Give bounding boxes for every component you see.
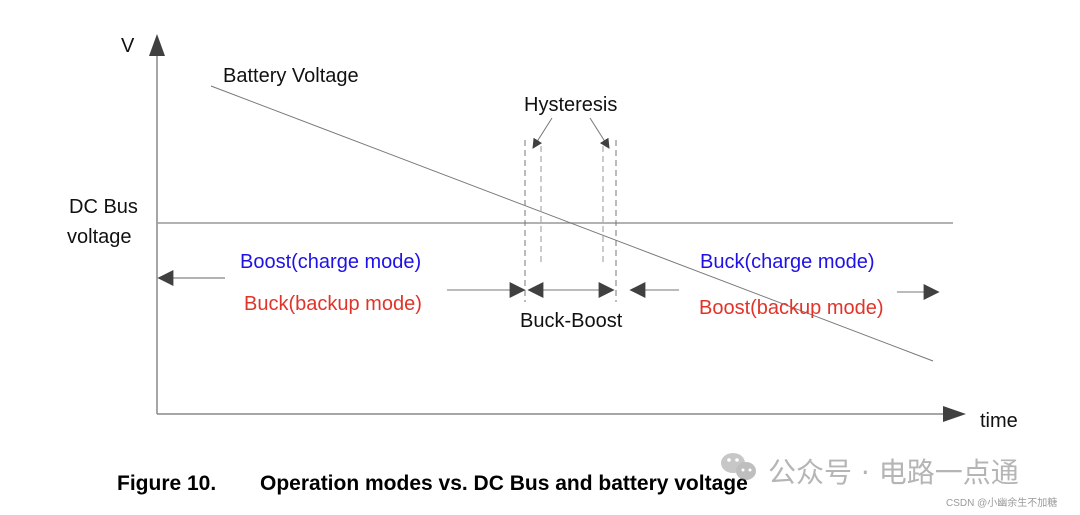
x-axis-arrowhead (943, 406, 966, 422)
hysteresis-pointer-left (532, 117, 553, 149)
watermark-text: 公众号 · 电路一点通 (768, 456, 1019, 489)
right-charge-mode-label: Buck(charge mode) (700, 251, 875, 273)
left-backup-mode-label: Buck(backup mode) (244, 293, 422, 315)
y-axis-label: V (121, 35, 135, 57)
battery-voltage-line (210, 85, 934, 362)
buck-boost-label: Buck-Boost (520, 310, 623, 332)
hysteresis-pointer-right (589, 117, 610, 149)
battery-voltage-label: Battery Voltage (223, 65, 359, 87)
figure-title: Operation modes vs. DC Bus and battery v… (260, 472, 748, 495)
wechat-icon (721, 453, 756, 480)
x-axis-label: time (980, 410, 1018, 432)
y-axis-arrowhead (149, 34, 165, 56)
right-backup-mode-label: Boost(backup mode) (699, 297, 884, 319)
figure-number: Figure 10. (117, 472, 216, 495)
hysteresis-label: Hysteresis (524, 94, 617, 116)
dc-bus-label-line1: DC Bus (69, 196, 138, 218)
left-charge-mode-label: Boost(charge mode) (240, 251, 421, 273)
watermark-credit: CSDN @小幽余生不加糖 (946, 496, 1057, 509)
dc-bus-label-line2: voltage (67, 226, 132, 248)
